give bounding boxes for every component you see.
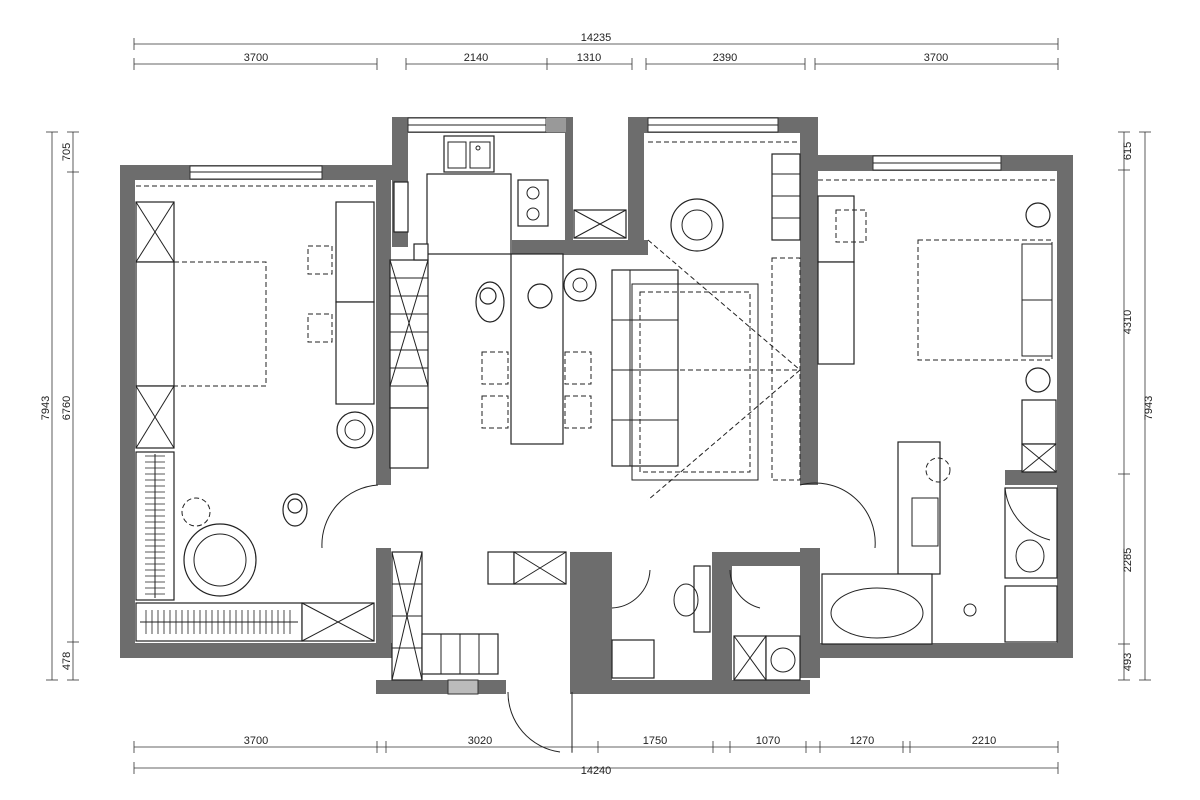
living-room [611, 141, 801, 501]
dim-top-total: 14235 [581, 32, 612, 44]
dimension-lines: 14235 3700 2140 1310 2390 3700 3700 3020… [40, 32, 1155, 777]
dim-top-4: 2390 [713, 52, 737, 64]
dim-right-4: 493 [1122, 653, 1134, 671]
dim-top-1: 3700 [244, 52, 268, 64]
left-bedroom [135, 185, 375, 642]
master-bathroom [821, 441, 1058, 645]
dim-top-3: 1310 [577, 52, 601, 64]
dim-left-1: 705 [61, 143, 73, 161]
walls [120, 117, 1073, 694]
dim-left-2: 6760 [61, 396, 73, 420]
dim-bottom-5: 1270 [850, 735, 874, 747]
center-utility [321, 482, 876, 753]
dim-top-5: 3700 [924, 52, 948, 64]
windows [189, 117, 1002, 695]
dim-bottom-1: 3700 [244, 735, 268, 747]
dim-left-3: 478 [61, 652, 73, 670]
dim-top-2: 2140 [464, 52, 488, 64]
right-bedroom [817, 179, 1057, 473]
dim-right-1: 615 [1122, 142, 1134, 160]
kitchen [389, 135, 627, 469]
dim-bottom-4: 1070 [756, 735, 780, 747]
dim-bottom-2: 3020 [468, 735, 492, 747]
dim-right-3: 2285 [1122, 548, 1134, 572]
dim-bottom-6: 2210 [972, 735, 996, 747]
dim-bottom-total: 14240 [581, 765, 612, 777]
hatched-column [546, 118, 566, 132]
dim-left-total: 7943 [40, 396, 52, 420]
dim-bottom-3: 1750 [643, 735, 667, 747]
dim-right-2: 4310 [1122, 310, 1134, 334]
dim-right-total: 7943 [1143, 396, 1155, 420]
